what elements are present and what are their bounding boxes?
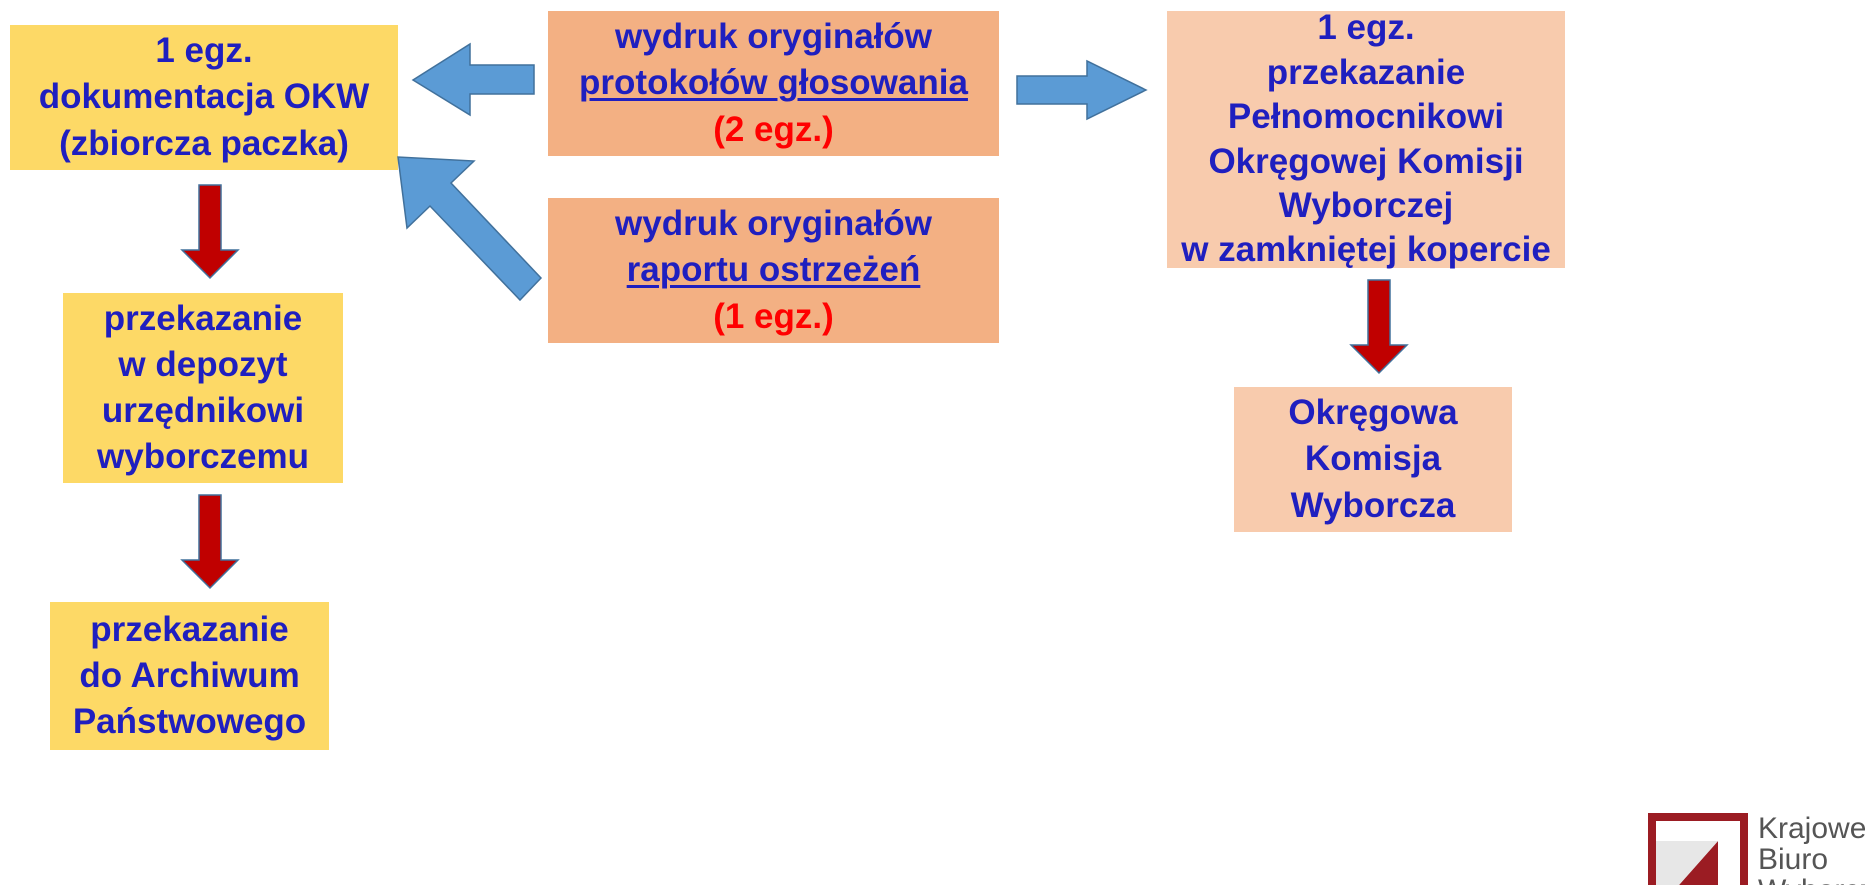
box-print-protocols: wydruk oryginałów protokołów głosowania … — [548, 11, 999, 156]
arrow-diagonal-to-okw — [397, 156, 543, 302]
print-protocols-count: (2 egz.) — [713, 109, 834, 149]
kbw-logo-mark — [1648, 813, 1748, 885]
okw-docs-line: (zbiorcza paczka) — [59, 123, 349, 163]
arrow-left-to-okw — [411, 42, 535, 117]
logo-line: Biuro — [1758, 843, 1829, 876]
print-warnings-subject: raportu ostrzeżeń — [626, 250, 921, 290]
archive-line: przekazanie — [90, 609, 289, 649]
print-protocols-subject: protokołów głosowania — [579, 63, 968, 103]
kbw-logo: Krajowe Biuro Wyborcze — [1648, 813, 1865, 885]
print-protocols-title: wydruk oryginałów — [615, 17, 932, 57]
arrow-down-deposit-to-archive — [180, 494, 240, 590]
archive-line: Państwowego — [72, 702, 307, 742]
plenipotentiary-line: 1 egz. — [1317, 8, 1415, 48]
deposit-line: wyborczemu — [97, 437, 309, 477]
arrow-down-plenipotentiary-to-commission — [1349, 279, 1409, 375]
district-commission-line: Wyborcza — [1290, 485, 1456, 525]
district-commission-line: Komisja — [1304, 439, 1442, 479]
plenipotentiary-line: Wyborczej — [1278, 185, 1454, 225]
deposit-line: przekazanie — [103, 298, 303, 338]
archive-line: do Archiwum — [79, 655, 300, 695]
plenipotentiary-line: Pełnomocnikowi — [1227, 97, 1505, 137]
okw-docs-line: dokumentacja OKW — [38, 77, 370, 117]
box-okw-documentation: 1 egz. dokumentacja OKW (zbiorcza paczka… — [10, 25, 398, 170]
kbw-logo-text: Krajowe Biuro Wyborcze — [1758, 813, 1865, 885]
box-district-commission: Okręgowa Komisja Wyborcza — [1234, 387, 1512, 532]
plenipotentiary-line: w zamkniętej kopercie — [1181, 230, 1551, 270]
box-plenipotentiary: 1 egz. przekazanie Pełnomocnikowi Okręgo… — [1167, 8, 1565, 269]
box-deposit: przekazanie w depozyt urzędnikowi wyborc… — [63, 293, 343, 483]
logo-line: Wyborcze — [1758, 875, 1865, 885]
box-archive: przekazanie do Archiwum Państwowego — [50, 602, 329, 750]
print-warnings-count: (1 egz.) — [713, 296, 834, 336]
logo-line: Krajowe — [1758, 813, 1865, 845]
deposit-line: w depozyt — [118, 344, 288, 384]
box-print-warnings: wydruk oryginałów raportu ostrzeżeń (1 e… — [548, 198, 999, 343]
plenipotentiary-line: przekazanie — [1266, 52, 1466, 92]
arrow-down-okw-to-deposit — [180, 184, 240, 280]
arrow-right-to-plenipotentiary — [1016, 59, 1148, 121]
plenipotentiary-line: Okręgowej Komisji — [1208, 141, 1524, 181]
print-warnings-title: wydruk oryginałów — [615, 204, 932, 244]
deposit-line: urzędnikowi — [101, 391, 305, 430]
district-commission-line: Okręgowa — [1288, 393, 1458, 433]
okw-docs-line: 1 egz. — [155, 31, 253, 71]
